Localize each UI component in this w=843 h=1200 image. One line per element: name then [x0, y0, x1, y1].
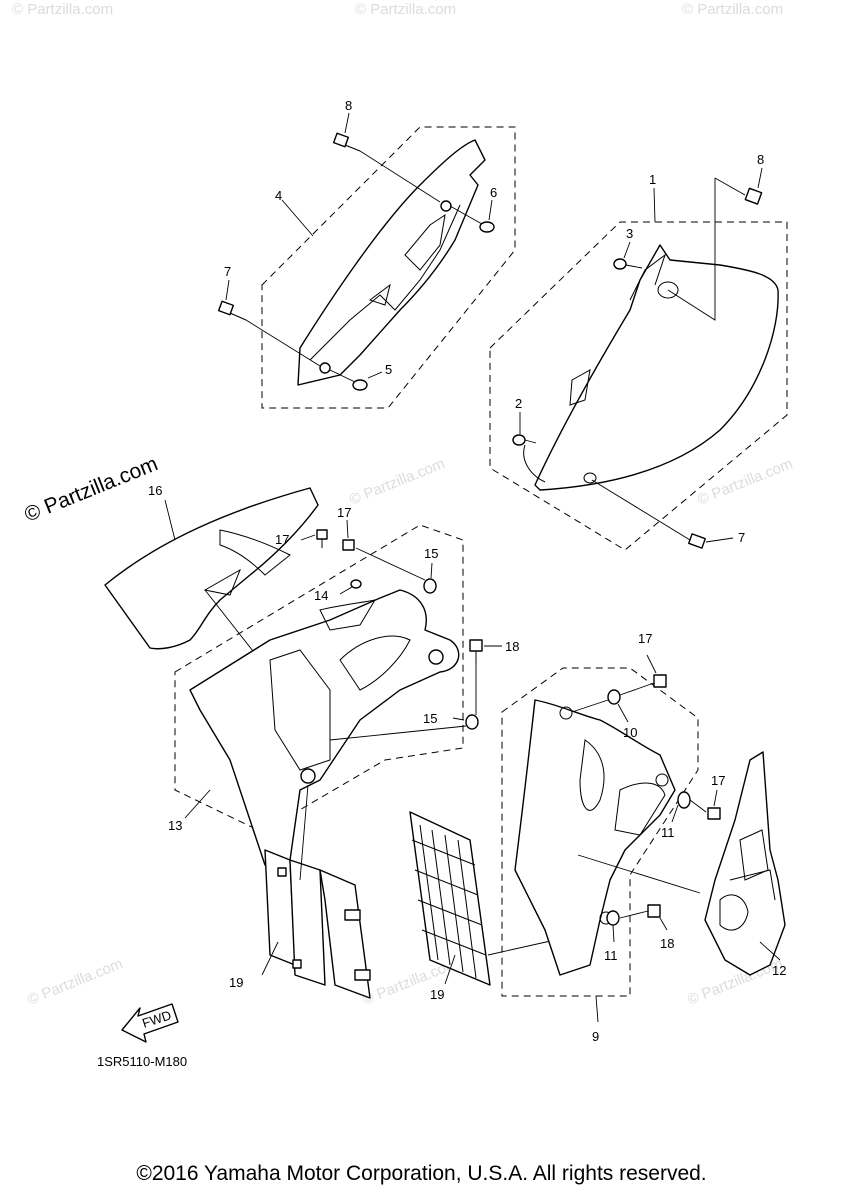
callout-11: 11 [604, 948, 618, 963]
watermark-group: © Partzilla.com © Partzilla.com © Partzi… [12, 1, 795, 1009]
callout-3: 3 [626, 226, 633, 241]
callout-2: 2 [515, 396, 522, 411]
callout-7: 7 [224, 264, 231, 279]
washer-10 [571, 689, 629, 723]
watermark-faint: © Partzilla.com [695, 455, 795, 509]
callout-9: 9 [592, 1029, 599, 1044]
watermark-faint: © Partzilla.com [355, 1, 456, 18]
callout-16: 16 [148, 483, 162, 498]
shroud-9 [501, 667, 701, 1023]
bolt-17-shroud-b [342, 519, 426, 581]
graphic-16 [104, 487, 319, 661]
callout-13: 13 [168, 818, 182, 833]
bolt-18-lower [619, 904, 668, 931]
graphic-12 [704, 751, 786, 976]
callout-17: 17 [275, 532, 289, 547]
callout-15: 15 [424, 546, 438, 561]
nut-15-bottom [329, 714, 479, 741]
grommet-3 [613, 241, 643, 270]
callout-15: 15 [423, 711, 437, 726]
grommet-2 [512, 412, 537, 446]
callout-labels: 8 6 4 7 5 1 8 3 2 7 16 17 17 15 14 18 15… [148, 98, 786, 1044]
leader-4 [281, 199, 314, 237]
washer-14 [339, 579, 362, 595]
washer-11-upper [671, 791, 691, 823]
copyright-footer: ©2016 Yamaha Motor Corporation, U.S.A. A… [136, 1162, 707, 1185]
watermark-faint: © Partzilla.com [347, 455, 447, 509]
leader-1 [653, 187, 656, 223]
callout-19: 19 [430, 987, 444, 1002]
bolt-8-top [332, 112, 441, 203]
watermark-faint: © Partzilla.com [12, 1, 113, 18]
bolt-8-right [667, 167, 763, 321]
bolt-17-shroud-a [300, 529, 328, 548]
callout-4: 4 [275, 188, 282, 203]
nut-5 [329, 369, 383, 391]
callout-8: 8 [757, 152, 764, 167]
callout-19: 19 [229, 975, 243, 990]
callout-18: 18 [660, 936, 674, 951]
bolt-17-right-b [689, 789, 721, 820]
callout-6: 6 [490, 185, 497, 200]
diagram-code: 1SR5110-M180 [97, 1054, 187, 1069]
washer-11-lower [606, 910, 620, 943]
side-cover-right [489, 221, 788, 551]
callout-5: 5 [385, 362, 392, 377]
watermark-main: © Partzilla.com [21, 452, 161, 526]
bolt-17-right-a [619, 654, 667, 696]
nut-15-top [423, 562, 437, 594]
callout-14: 14 [314, 588, 328, 603]
callout-11: 11 [661, 825, 675, 840]
callout-17: 17 [711, 773, 725, 788]
callout-1: 1 [649, 172, 656, 187]
nut-6 [449, 199, 495, 233]
callout-10: 10 [623, 725, 637, 740]
fwd-arrow-icon: FWD [121, 1003, 179, 1043]
callout-8: 8 [345, 98, 352, 113]
callout-12: 12 [772, 963, 786, 978]
radiator-louver-19-right [409, 811, 556, 986]
radiator-grill-19-left [261, 784, 371, 999]
callout-18: 18 [505, 639, 519, 654]
callout-7: 7 [738, 530, 745, 545]
leader-13 [184, 789, 211, 819]
shroud-13 [174, 524, 464, 866]
callout-17: 17 [638, 631, 652, 646]
watermark-faint: © Partzilla.com [25, 955, 125, 1009]
watermark-faint: © Partzilla.com [682, 1, 783, 18]
bolt-7-left [217, 279, 321, 367]
callout-17: 17 [337, 505, 351, 520]
bolt-7-right [591, 479, 734, 549]
bolt-18-shroud [469, 639, 502, 715]
